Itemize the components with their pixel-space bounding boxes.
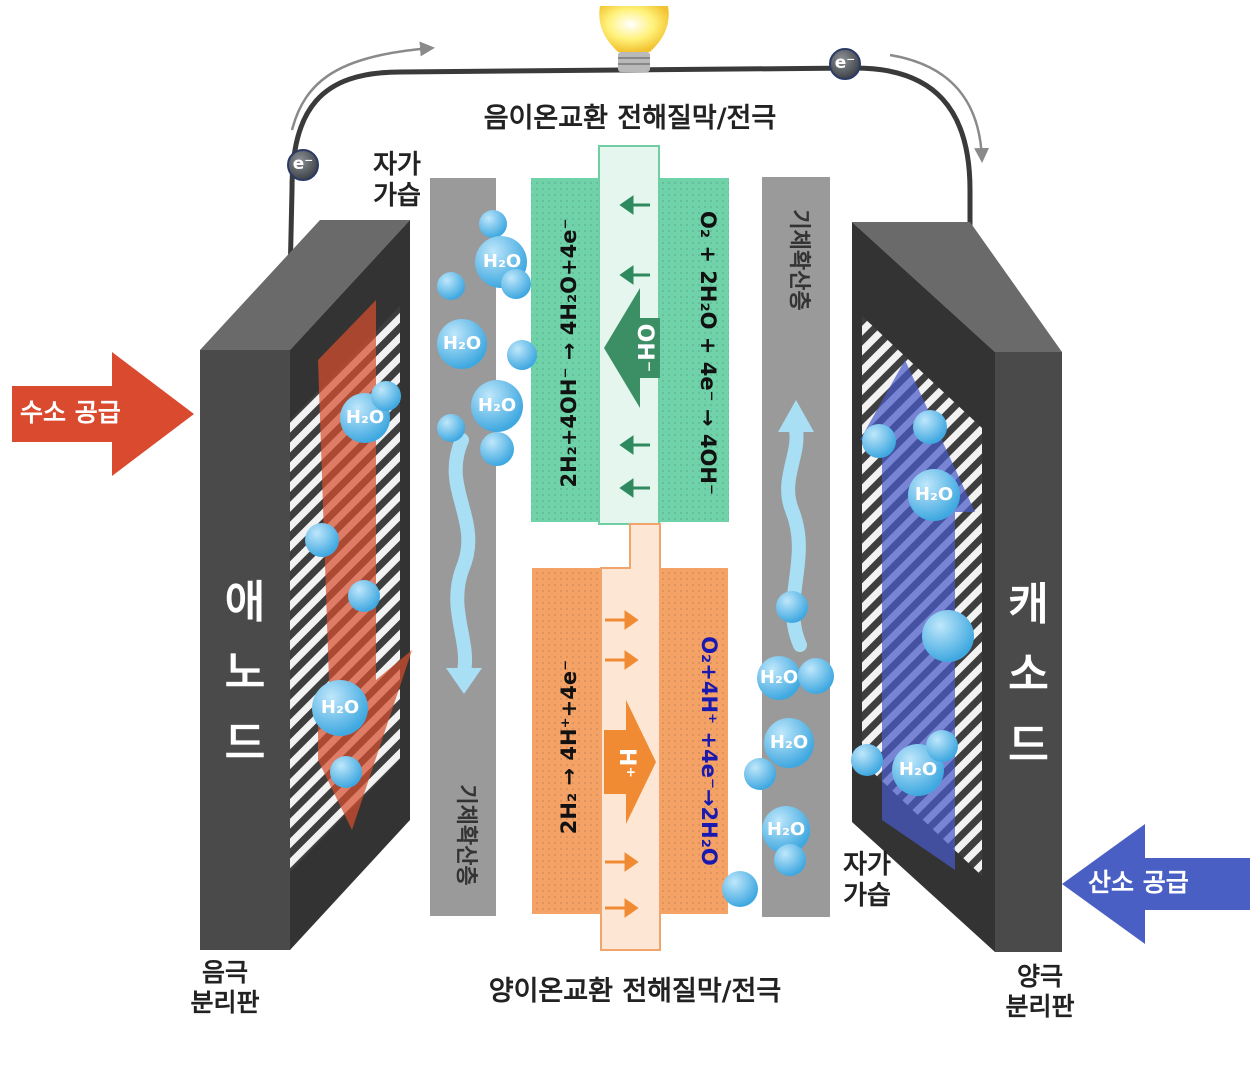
water-label: H₂O (442, 333, 482, 354)
water-label: H₂O (482, 251, 522, 272)
hydroxide-ion-arrow (604, 288, 660, 408)
anode-plate-label: 음극 분리판 (190, 958, 260, 1017)
hydrogen-supply-arrow (12, 352, 194, 476)
proton-arrow (604, 700, 656, 824)
electron-flow-arrow-left (290, 41, 435, 131)
water-flow-arrow-left (448, 433, 476, 679)
cathode-aem-reaction: O₂ + 2H₂O + 4e⁻ → 4OH⁻ (696, 210, 720, 495)
water-label: H₂O (345, 407, 385, 428)
water-label: H₂O (759, 667, 799, 688)
self-humidification-label-left: 자가 가습 (373, 150, 421, 211)
water-label: H₂O (766, 819, 806, 840)
cathode-pem-reaction: O₂+4H⁺ +4e⁻→2H₂O (697, 636, 721, 866)
top-membrane-label: 음이온교환 전해질막/전극 (483, 103, 777, 134)
cathode-plate-label: 양극 분리판 (1005, 962, 1075, 1021)
cation-exchange-zone (532, 523, 728, 951)
anode-label: 애 노 드 (224, 577, 266, 769)
electron-label-right: e⁻ (834, 53, 856, 73)
gas-diffusion-layer-label-right: 기체확산층 (786, 209, 811, 311)
bottom-membrane-label: 양이온교환 전해질막/전극 (488, 976, 782, 1007)
electron-icon-left (287, 149, 319, 181)
anode-plate (200, 220, 412, 950)
anion-exchange-zone (531, 145, 729, 525)
water-label: H₂O (477, 395, 517, 416)
electron-flow-arrow-right (889, 53, 990, 163)
hydrogen-supply-label: 수소 공급 (20, 398, 121, 427)
electron-icon-right (829, 48, 861, 80)
water-droplets (305, 210, 974, 907)
hydroxide-ion-label: OH⁻ (632, 323, 657, 373)
self-humidification-label-right: 자가 가습 (843, 850, 891, 911)
water-label: H₂O (769, 732, 809, 753)
proton-label: H⁺ (614, 747, 639, 779)
water-label: H₂O (914, 484, 954, 505)
light-bulb-icon (599, 6, 669, 72)
gas-diffusion-layer-label-left: 기체확산층 (453, 784, 478, 886)
electron-label-left: e⁻ (292, 154, 314, 174)
anode-aem-reaction: 2H₂+4OH⁻ → 4H₂O+4e⁻ (557, 218, 581, 488)
cathode-label: 캐 소 드 (1008, 579, 1049, 771)
water-label: H₂O (320, 697, 360, 718)
anode-pem-reaction: 2H₂ → 4H⁺+4e⁻ (557, 659, 581, 835)
water-label: H₂O (898, 759, 938, 780)
oxygen-supply-label: 산소 공급 (1088, 868, 1189, 897)
oxygen-supply-arrow (1062, 824, 1250, 944)
